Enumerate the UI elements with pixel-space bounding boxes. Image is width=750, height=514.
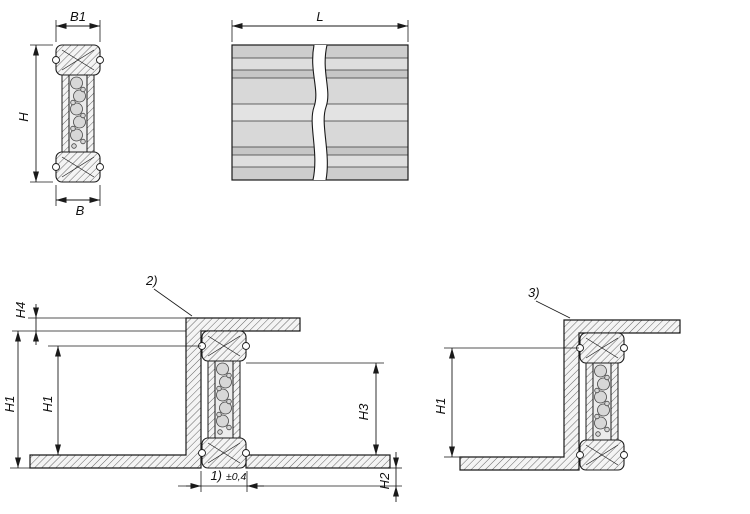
- dim-label-h1-outer: H1: [2, 396, 17, 413]
- assembly-view-right: 3) H1: [433, 285, 681, 471]
- dimension-h1-inner: H1: [40, 345, 201, 455]
- dimension-h: H: [16, 44, 53, 183]
- dim-label-b: B: [76, 203, 85, 218]
- rail-profile-assembly-left: [197, 330, 251, 469]
- dimension-h1-outer: H1: [2, 331, 30, 469]
- dimension-h2: H2: [377, 452, 402, 502]
- dim-label-b1: B1: [70, 9, 86, 24]
- callout-3: 3): [528, 285, 571, 319]
- dimension-h1-right: H1: [433, 347, 579, 458]
- callout-label-3: 3): [528, 285, 540, 300]
- mounting-bracket-lower: [459, 319, 681, 471]
- dimension-b: B: [55, 185, 101, 218]
- assembly-view-left: 2) H4 H1 H1 H3: [2, 273, 402, 502]
- dim-label-h1-right: H1: [433, 398, 448, 415]
- rail-profile-assembly-right: [575, 332, 629, 471]
- rail-profile-cross-section: [51, 44, 105, 183]
- dimension-b1: B1: [55, 9, 101, 42]
- dimension-note-1: 1) ±0,4: [178, 468, 402, 492]
- mounting-plate-right: [245, 454, 391, 469]
- dim-label-h3: H3: [356, 403, 371, 420]
- dim-label-h2: H2: [377, 472, 392, 489]
- dimension-h3: H3: [246, 362, 384, 455]
- note-ref-label: 1): [210, 468, 222, 483]
- dim-label-h4: H4: [13, 302, 28, 319]
- dimension-h4: H4: [12, 302, 186, 345]
- side-view: L: [231, 9, 409, 181]
- callout-label-2: 2): [145, 273, 158, 288]
- dim-label-l: L: [316, 9, 323, 24]
- dim-label-h: H: [16, 112, 31, 122]
- dimension-l: L: [231, 9, 409, 42]
- cross-section-view: B1 H B: [16, 9, 105, 218]
- callout-2: 2): [145, 273, 193, 317]
- mounting-bracket-upper: [29, 317, 301, 469]
- note-tolerance-label: ±0,4: [226, 471, 247, 483]
- break-symbol: [311, 44, 329, 181]
- dim-label-h1-inner: H1: [40, 396, 55, 413]
